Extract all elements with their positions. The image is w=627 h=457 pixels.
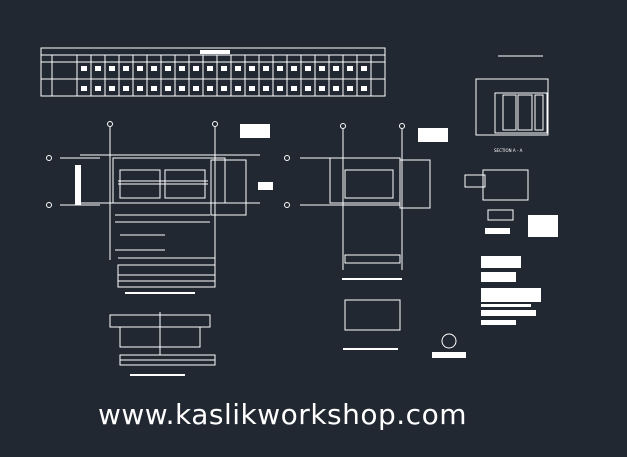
lower-plan-drawing xyxy=(109,312,216,376)
table-cell-text xyxy=(137,66,143,71)
table-cell-text xyxy=(123,66,129,71)
table-cell-text xyxy=(109,86,115,91)
table-cell-text xyxy=(81,86,87,91)
table-cell-text xyxy=(249,86,255,91)
table-cell-text xyxy=(179,66,185,71)
detail-drawing xyxy=(464,169,558,237)
table-cell-text xyxy=(361,66,367,71)
table-cell-text xyxy=(109,66,115,71)
table-cell-text xyxy=(95,66,101,71)
table-cell-text xyxy=(137,86,143,91)
table-cell-text xyxy=(151,86,157,91)
table-cell-text xyxy=(305,66,311,71)
table-cell-text xyxy=(179,86,185,91)
table-cell-text xyxy=(263,86,269,91)
table-cell-text xyxy=(193,86,199,91)
table-cell-text xyxy=(235,86,241,91)
table-cell-text xyxy=(277,86,283,91)
table-cell-text xyxy=(333,86,339,91)
table-cell-text xyxy=(249,66,255,71)
table-cell-text xyxy=(95,86,101,91)
section-a-a-drawing: SECTION A - A xyxy=(475,55,549,153)
table-cell-text xyxy=(347,66,353,71)
middle-plan-drawing xyxy=(284,123,448,350)
table-cell-text xyxy=(291,66,297,71)
table-cell-text xyxy=(207,66,213,71)
table-cell-text xyxy=(319,66,325,71)
notes-block xyxy=(432,256,541,358)
table-cell-text xyxy=(277,66,283,71)
table-cell-text xyxy=(165,66,171,71)
table-cell-text xyxy=(291,86,297,91)
table-cell-text xyxy=(263,66,269,71)
table-cell-text xyxy=(151,66,157,71)
table-cell-text xyxy=(347,86,353,91)
table-cell-text xyxy=(81,66,87,71)
watermark: www.kaslikworkshop.com xyxy=(98,398,467,431)
table-cell-text xyxy=(123,86,129,91)
schedule-table xyxy=(40,47,386,97)
section-a-a-title: SECTION A - A xyxy=(494,148,523,153)
table-cell-text xyxy=(333,66,339,71)
table-cell-text xyxy=(305,86,311,91)
table-cell-text xyxy=(235,66,241,71)
table-cell-text xyxy=(361,86,367,91)
table-cell-text xyxy=(221,86,227,91)
main-plan-drawing xyxy=(46,121,273,294)
table-cell-text xyxy=(221,66,227,71)
table-cell-text xyxy=(165,86,171,91)
table-cell-text xyxy=(319,86,325,91)
table-cell-text xyxy=(193,66,199,71)
table-cell-text xyxy=(207,86,213,91)
